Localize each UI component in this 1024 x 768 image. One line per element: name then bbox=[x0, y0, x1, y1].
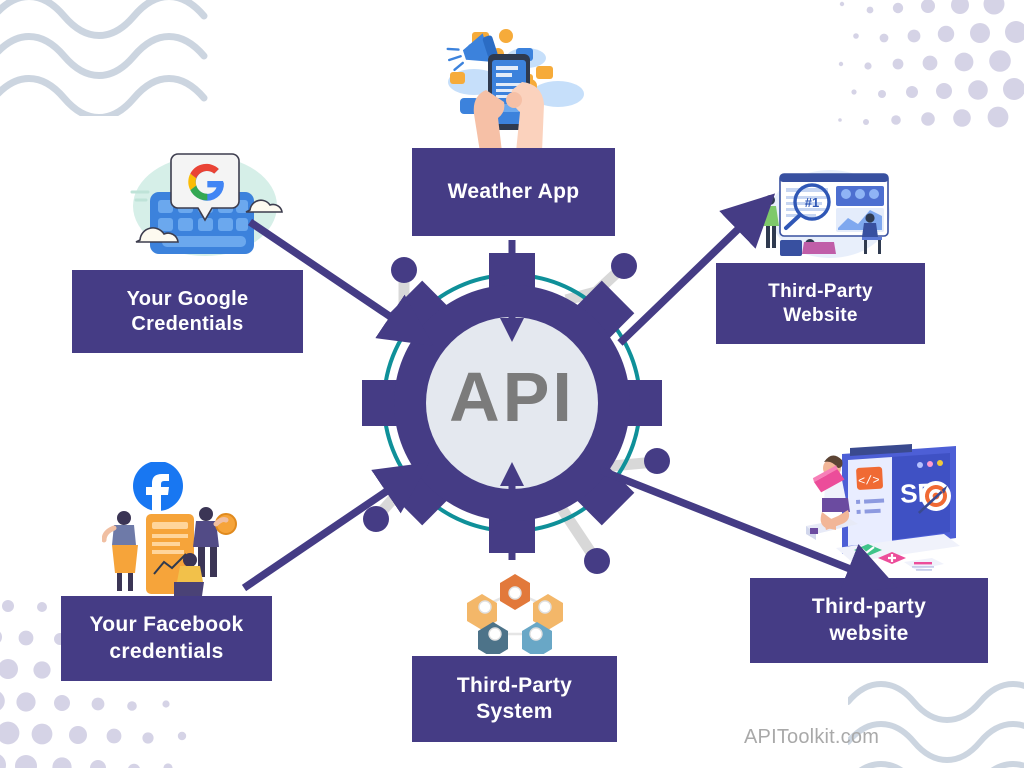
arrow-api-to-third-party-website-bottom bbox=[598, 466, 898, 593]
label-line-2: System bbox=[476, 700, 553, 723]
label-third-party-website-bottom[interactable]: Third-party website bbox=[750, 578, 988, 663]
label-line-2: Website bbox=[783, 304, 858, 326]
hexagon-network-illustration bbox=[467, 574, 563, 654]
phone-megaphone-illustration bbox=[446, 29, 584, 152]
arrow-api-to-third-party-website bbox=[617, 193, 776, 346]
arrow-google-to-api bbox=[247, 218, 434, 346]
label-weather-app[interactable]: Weather App bbox=[412, 148, 615, 236]
label-line-2: credentials bbox=[109, 639, 224, 663]
label-line-1: Third-Party bbox=[768, 280, 873, 302]
arrow-facebook-to-api bbox=[241, 462, 430, 592]
svg-text:#1: #1 bbox=[805, 195, 819, 210]
label-third-party-website-top[interactable]: Third-Party Website bbox=[716, 263, 925, 344]
gear-feed-arrows bbox=[500, 240, 524, 560]
label-line-1: Your Facebook bbox=[89, 613, 244, 637]
magnifier-icon: #1 bbox=[784, 183, 831, 230]
watermark-apitoolkit: APIToolkit.com bbox=[744, 726, 880, 748]
facebook-phone-illustration bbox=[102, 462, 237, 596]
label-line-1: Weather App bbox=[447, 179, 580, 203]
label-line-1: Third-Party bbox=[456, 673, 573, 697]
label-line-1: Third-party bbox=[811, 595, 927, 619]
label-line-2: website bbox=[829, 621, 909, 645]
svg-text:</>: </> bbox=[858, 473, 880, 488]
google-keyboard-illustration bbox=[130, 153, 283, 256]
label-line-2: Credentials bbox=[131, 312, 244, 335]
api-label: API bbox=[449, 358, 575, 436]
seo-screen-illustration: </> SE bbox=[806, 444, 960, 571]
label-line-1: Your Google bbox=[126, 287, 249, 310]
label-third-party-system[interactable]: Third-Party System bbox=[412, 656, 617, 742]
label-your-google-credentials[interactable]: Your Google Credentials bbox=[72, 270, 303, 353]
target-icon bbox=[917, 481, 951, 514]
